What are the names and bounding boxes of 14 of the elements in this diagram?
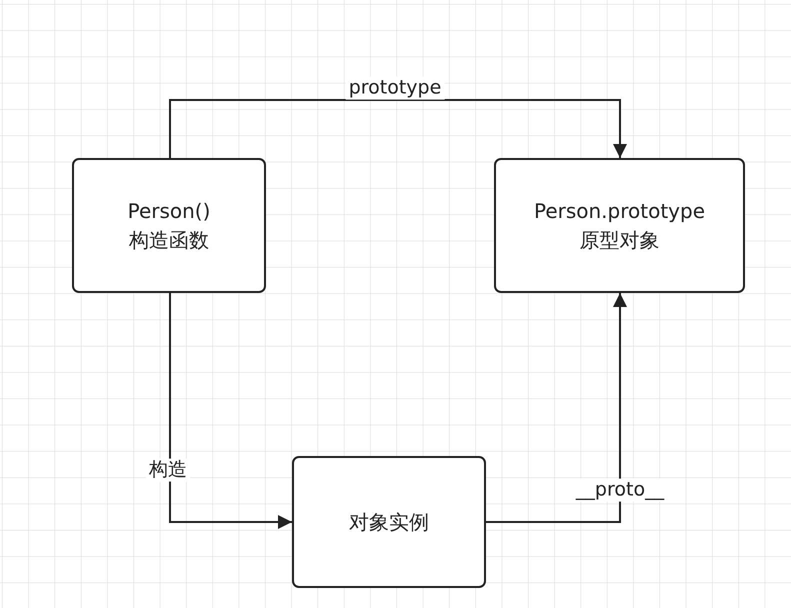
process-box xyxy=(72,158,266,293)
arrow xyxy=(169,99,627,158)
arrow xyxy=(486,293,627,523)
node-text: Person() xyxy=(128,198,210,224)
edge-label: __proto__ xyxy=(572,478,668,502)
edge-label: prototype xyxy=(346,76,444,100)
process-box xyxy=(292,456,486,588)
node-text: Person.prototype xyxy=(534,198,706,224)
edge-label: 构造 xyxy=(146,458,190,482)
node-text: 构造函数 xyxy=(129,226,209,254)
arrow xyxy=(169,293,292,529)
node-text: 原型对象 xyxy=(580,226,660,254)
node-text: 对象实例 xyxy=(349,508,429,536)
process-box xyxy=(494,158,745,293)
